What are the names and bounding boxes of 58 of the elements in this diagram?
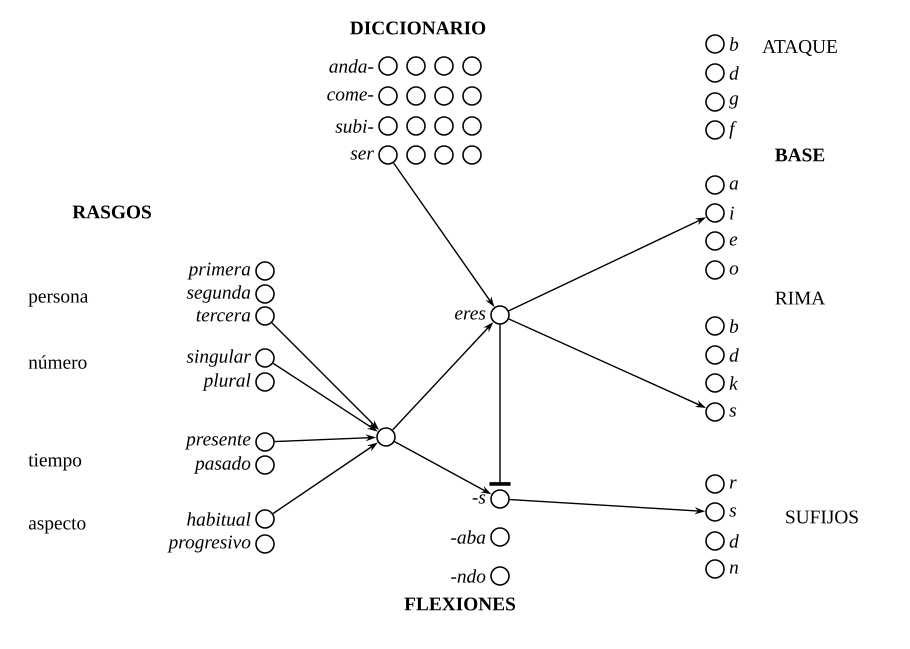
unit-label: pasado [194,456,250,474]
unit-label: subi- [336,119,374,133]
unit-label: k [730,376,738,390]
unit-circle [462,116,482,136]
unit-circle [434,116,454,136]
unit-label: tercera [196,310,250,322]
unit-label: singular [186,349,251,367]
unit-circle [434,145,454,165]
unit-circle [434,56,454,76]
arrow [489,324,511,486]
unit-label: a [730,180,738,190]
unit-label: ser [350,150,374,160]
unit-circle [406,86,426,106]
feature-label: tiempo [28,454,82,470]
unit-label: presente [185,434,250,450]
unit-circle [462,145,482,165]
unit-circle [434,86,454,106]
unit-label: d [730,534,739,548]
unit-label: n [730,564,738,574]
unit-label: plural [202,373,250,391]
unit-label: s [729,407,736,417]
unit-circle [462,56,482,76]
unit-circle [406,145,426,165]
unit-circle [406,116,426,136]
unit-label: r [730,479,737,489]
section-heading: DICCIONARIO [350,22,486,34]
section-heading: ATAQUE [762,40,837,56]
unit-label: f [729,121,737,139]
unit-label: progresivo [167,536,250,552]
unit-circle [462,86,482,106]
unit-circle [376,427,396,447]
unit-label: s [729,507,736,517]
section-heading: FLEXIONES [404,598,516,610]
unit-label: primera [188,262,250,280]
unit-label: come- [327,91,374,101]
section-heading: RIMA [775,292,826,304]
unit-label: b [730,319,738,333]
unit-label: b [730,37,738,51]
unit-label: eres [455,310,486,320]
feature-label: número [28,355,87,369]
unit-label: habitual [187,512,250,526]
unit-label: -ndo [451,569,486,583]
unit-label: g [729,95,738,109]
unit-label: i [730,206,734,220]
unit-label: d [730,348,739,362]
unit-label: -s [472,494,486,504]
feature-label: persona [28,293,88,307]
unit-label: -aba [451,530,486,544]
section-heading: RASGOS [72,206,151,218]
unit-label: e [730,236,738,246]
unit-label: segunda [186,285,250,303]
unit-label: anda- [329,59,374,73]
section-heading: SUFIJOS [786,510,858,524]
unit-label: o [730,265,738,275]
unit-label: d [730,66,739,80]
section-heading: BASE [775,148,824,162]
unit-circle [406,56,426,76]
feature-label: aspecto [28,518,86,534]
